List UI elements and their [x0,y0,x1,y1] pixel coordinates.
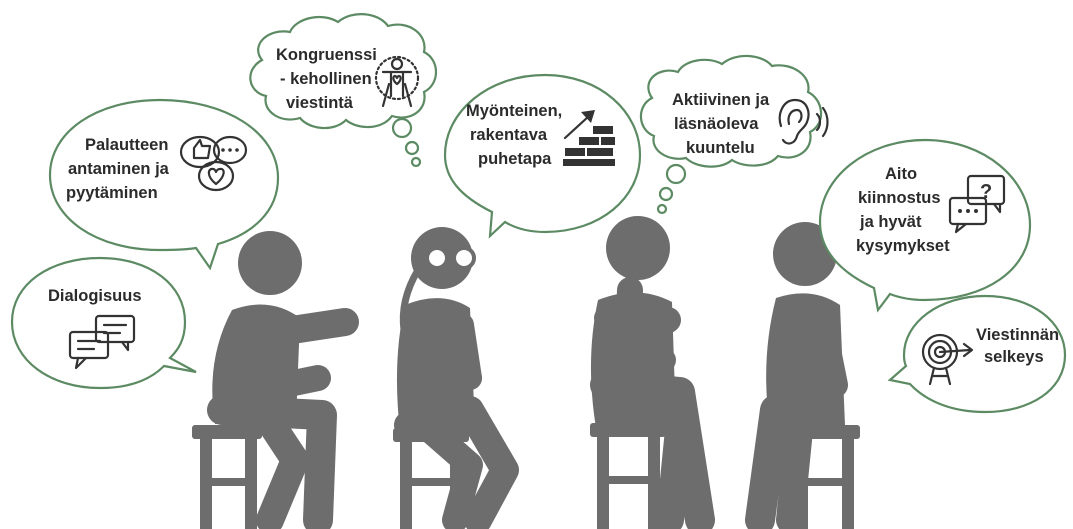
bricks-arrow-icon [563,110,615,166]
bubble-aktiivinen-line-3: kuuntelu [686,139,755,157]
bubble-myonteinen-line-1: Myönteinen, [466,102,562,120]
bubble-kongruenssi-line-3: viestintä [286,94,354,112]
bubble-aktiivinen-line-2: läsnäoleva [674,115,759,133]
chat-bubbles-icon [68,314,136,370]
bubble-aito-line-2: kiinnostus [858,189,941,207]
bubble-aito-line-1: Aito [885,165,917,183]
bubble-selkeys: Viestinnän selkeys [887,294,1067,414]
person-4-listening [745,222,860,529]
bubble-palaute-line-3: pyytäminen [66,184,158,202]
body-figure-icon [374,55,420,108]
bubble-myonteinen-line-2: rakentava [470,126,548,144]
bubble-aito-line-3: ja hyvät [859,213,922,231]
feedback-icon [179,135,248,192]
people-group [192,216,860,529]
bubble-kongruenssi-line-2: - kehollinen [280,70,372,88]
person-3-thinking [590,216,715,529]
person-1-gesturing [192,231,359,529]
ear-icon [778,98,829,145]
bubble-aito: Aito kiinnostus ja hyvät kysymykset ? [818,138,1032,313]
bubble-aito-line-4: kysymykset [856,237,950,255]
bubble-selkeys-line-2: selkeys [984,348,1044,366]
bubble-myonteinen: Myönteinen, rakentava puhetapa [443,73,642,239]
person-2-glasses [393,227,519,529]
bubble-selkeys-line-1: Viestinnän [976,326,1059,344]
bubble-kongruenssi: Kongruenssi - kehollinen viestintä [249,13,438,168]
bubble-dialogisuus: Dialogisuus [10,256,197,390]
question-bubbles-icon: ? [948,174,1006,234]
bubble-palaute-line-1: Palautteen [85,136,168,154]
bubble-myonteinen-line-3: puhetapa [478,150,552,168]
bubble-aktiivinen-line-1: Aktiivinen ja [672,91,770,109]
bubble-kongruenssi-line-1: Kongruenssi [276,46,377,64]
bubble-dialogisuus-line-1: Dialogisuus [48,287,142,305]
bubble-palaute-line-2: antaminen ja [68,160,170,178]
bubble-palaute: Palautteen antaminen ja pyytäminen [48,98,280,271]
bubble-aktiivinen: Aktiivinen ja läsnäoleva kuuntelu [639,54,829,215]
glasses-icon [425,246,476,270]
target-icon [921,333,974,386]
